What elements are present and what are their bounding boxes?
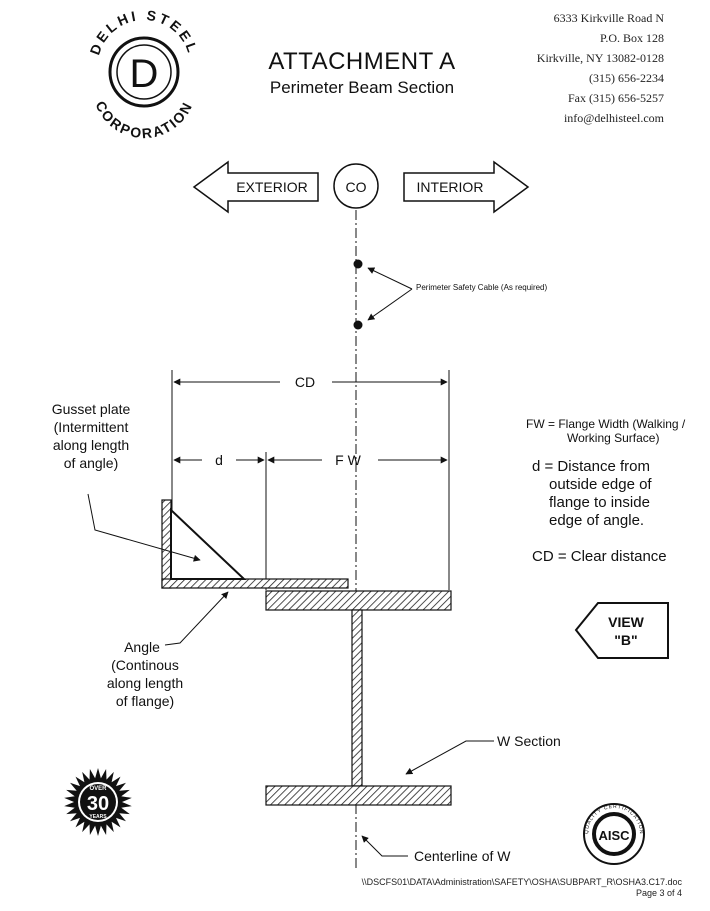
view-b-callout: VIEW "B" bbox=[574, 602, 669, 659]
svg-text:along length: along length bbox=[53, 437, 129, 453]
cable-label: Perimeter Safety Cable (As required) bbox=[416, 283, 548, 292]
svg-text:AISC: AISC bbox=[598, 828, 630, 843]
w-section-beam bbox=[265, 590, 452, 806]
svg-text:YEARS: YEARS bbox=[89, 814, 107, 820]
page-number: Page 3 of 4 bbox=[635, 888, 682, 898]
legend-d-line4: edge of angle. bbox=[549, 512, 644, 529]
svg-text:VIEW: VIEW bbox=[608, 614, 645, 630]
over-30-years-badge: OVER 30 YEARS bbox=[64, 768, 132, 836]
svg-text:of flange): of flange) bbox=[116, 693, 174, 709]
svg-text:"B": "B" bbox=[614, 632, 637, 648]
centerline-label: Centerline of W bbox=[361, 835, 511, 864]
svg-text:W Section: W Section bbox=[497, 733, 561, 749]
d-label: d bbox=[215, 452, 223, 468]
co-circle: CO bbox=[333, 163, 379, 209]
interior-label: INTERIOR bbox=[417, 179, 484, 195]
legend-fw-line2: Working Surface) bbox=[567, 431, 659, 445]
aisc-certification-badge: QUALITY CERTIFICATION AISC bbox=[583, 803, 645, 865]
seal-letter: D bbox=[130, 52, 159, 96]
legend-fw-line1: FW = Flange Width (Walking / bbox=[526, 417, 686, 431]
svg-text:DELHI STEEL: DELHI STEEL bbox=[87, 7, 202, 57]
svg-text:Angle: Angle bbox=[124, 639, 160, 655]
safety-cable: Perimeter Safety Cable (As required) bbox=[353, 259, 548, 330]
legend-d-line1: d = Distance from bbox=[532, 458, 650, 475]
legend-cd-line: CD = Clear distance bbox=[532, 548, 667, 565]
footer: \\DSCFS01\DATA\Administration\SAFETY\OSH… bbox=[362, 877, 682, 899]
fw-label: F W bbox=[335, 452, 361, 468]
fw-dimension: F W bbox=[267, 452, 448, 468]
interior-arrow: INTERIOR bbox=[403, 160, 530, 214]
address-line: P.O. Box 128 bbox=[599, 31, 664, 45]
angle-label: Angle (Continous along length of flange) bbox=[107, 591, 229, 709]
svg-text:OVER: OVER bbox=[89, 786, 107, 792]
svg-text:along length: along length bbox=[107, 675, 183, 691]
cd-label: CD bbox=[295, 374, 315, 390]
exterior-label: EXTERIOR bbox=[236, 179, 308, 195]
legend-d-line2: outside edge of bbox=[549, 476, 652, 493]
gusset-plate-label: Gusset plate (Intermittent along length … bbox=[52, 401, 201, 562]
seal-text-top: DELHI STEEL bbox=[87, 7, 199, 57]
file-path: \\DSCFS01\DATA\Administration\SAFETY\OSH… bbox=[361, 877, 682, 887]
page-subtitle: Perimeter Beam Section bbox=[269, 78, 455, 97]
svg-text:Centerline of W: Centerline of W bbox=[414, 848, 511, 864]
title-block: ATTACHMENT A Perimeter Beam Section bbox=[252, 48, 472, 98]
svg-text:(Continous: (Continous bbox=[111, 657, 179, 673]
angle-section bbox=[161, 499, 349, 589]
address-line: Fax (315) 656-5257 bbox=[568, 91, 664, 105]
address-line: Kirkville, NY 13082-0128 bbox=[536, 51, 664, 65]
svg-text:(Intermittent: (Intermittent bbox=[54, 419, 129, 435]
svg-text:Gusset plate: Gusset plate bbox=[52, 401, 131, 417]
co-label: CO bbox=[346, 179, 367, 195]
exterior-arrow: EXTERIOR bbox=[192, 160, 319, 214]
w-section-label: W Section bbox=[405, 733, 561, 775]
page-title: ATTACHMENT A bbox=[268, 48, 456, 75]
svg-text:30: 30 bbox=[87, 793, 109, 815]
svg-text:of angle): of angle) bbox=[64, 455, 118, 471]
legend: FW = Flange Width (Walking / Working Sur… bbox=[526, 417, 686, 565]
legend-d-line3: flange to inside bbox=[549, 494, 650, 511]
d-dimension: d bbox=[173, 452, 267, 590]
address-line: 6333 Kirkville Road N bbox=[553, 11, 664, 25]
company-address: 6333 Kirkville Road N P.O. Box 128 Kirkv… bbox=[537, 8, 664, 128]
address-line: (315) 656-2234 bbox=[589, 71, 664, 85]
company-seal-logo: D DELHI STEEL CORPORATION bbox=[87, 7, 202, 141]
address-line: info@delhisteel.com bbox=[563, 111, 664, 125]
